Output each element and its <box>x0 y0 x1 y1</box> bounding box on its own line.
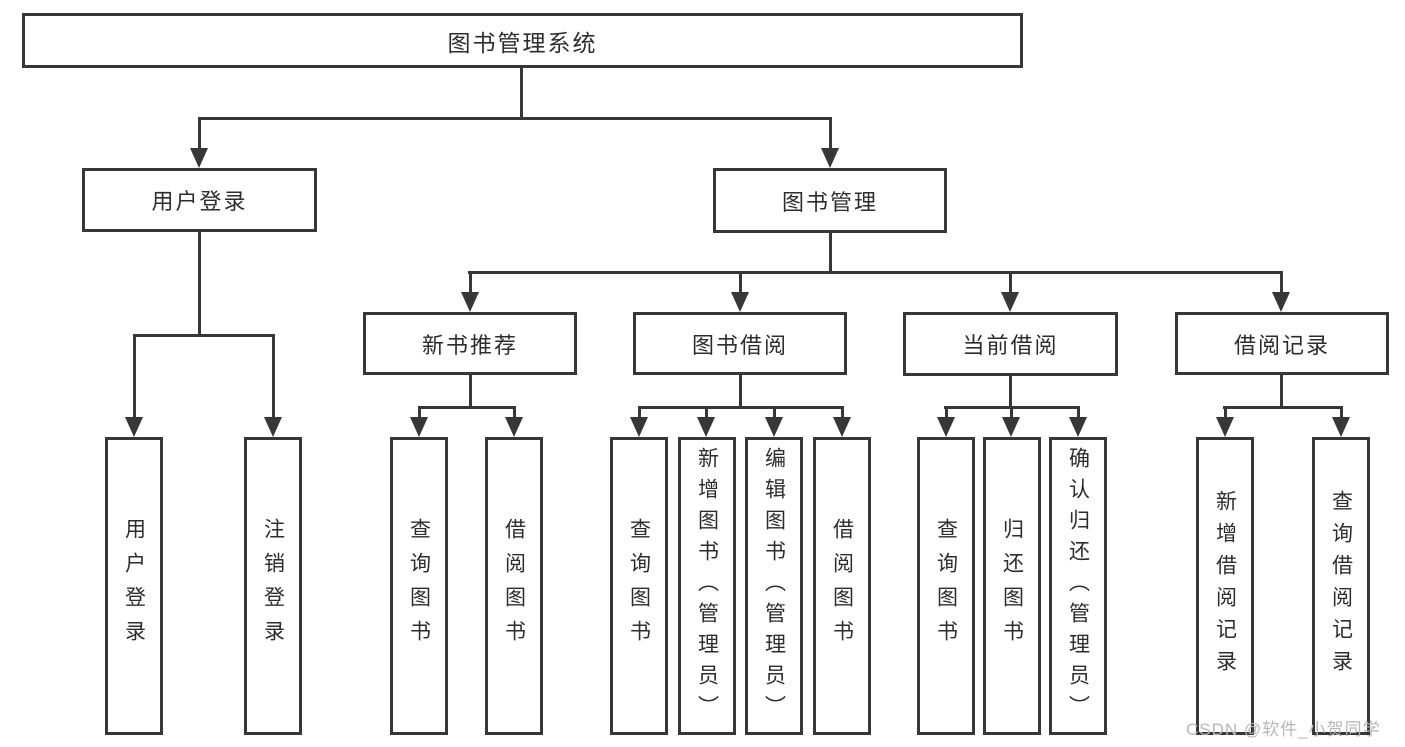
node-leaf-borrowing-add-books-admin: 新增图书（管理员） <box>678 437 736 735</box>
connector-line <box>1077 406 1080 420</box>
connector-line <box>418 406 421 420</box>
node-leaf-current-confirm-return-admin: 确认归还（管理员） <box>1049 437 1107 735</box>
arrow-down-icon <box>125 417 143 437</box>
arrow-down-icon <box>190 148 208 168</box>
node-leaf-borrowing-query-books: 查询图书 <box>610 437 668 735</box>
node-book-borrowing: 图书借阅 <box>633 312 847 375</box>
connector-line <box>841 406 844 420</box>
node-leaf-logout: 注销登录 <box>244 437 302 735</box>
arrow-down-icon <box>937 417 955 437</box>
node-borrow-records: 借阅记录 <box>1175 312 1389 375</box>
node-user-login: 用户登录 <box>82 168 317 232</box>
connector-line <box>198 232 201 336</box>
node-leaf-recommend-borrow-books: 借阅图书 <box>485 437 543 735</box>
connector-line <box>945 406 948 420</box>
arrow-down-icon <box>1272 292 1290 312</box>
connector-line <box>829 232 832 273</box>
connector-line <box>198 117 201 150</box>
connector-line <box>513 406 516 420</box>
node-leaf-records-add-borrow-record: 新增借阅记录 <box>1196 437 1254 735</box>
connector-line <box>469 271 472 294</box>
node-leaf-current-query-books: 查询图书 <box>917 437 975 735</box>
connector-line <box>468 271 1283 274</box>
connector-line <box>272 334 275 419</box>
connector-line <box>469 375 472 408</box>
arrow-down-icon <box>731 292 749 312</box>
connector-line <box>133 334 275 337</box>
connector-line <box>133 334 136 419</box>
arrow-down-icon <box>1216 417 1234 437</box>
node-current-borrowing: 当前借阅 <box>903 312 1118 376</box>
connector-line <box>520 68 523 118</box>
connector-line <box>1223 406 1343 409</box>
connector-line <box>1009 271 1012 294</box>
connector-line <box>705 406 708 420</box>
node-root: 图书管理系统 <box>22 13 1023 68</box>
connector-line <box>1010 406 1013 420</box>
connector-line <box>739 271 742 294</box>
node-new-book-recommend: 新书推荐 <box>363 312 577 375</box>
arrow-down-icon <box>630 417 648 437</box>
connector-line <box>773 406 776 420</box>
node-book-management: 图书管理 <box>713 168 947 233</box>
node-leaf-user-login: 用户登录 <box>105 437 163 735</box>
connector-line <box>638 406 641 420</box>
connector-line <box>1280 271 1283 294</box>
connector-line <box>418 406 516 409</box>
arrow-down-icon <box>833 417 851 437</box>
arrow-down-icon <box>1332 417 1350 437</box>
arrow-down-icon <box>1001 292 1019 312</box>
connector-line <box>1340 406 1343 420</box>
arrow-down-icon <box>410 417 428 437</box>
node-leaf-borrowing-borrow-books: 借阅图书 <box>813 437 871 735</box>
connector-line <box>739 375 742 408</box>
node-leaf-recommend-query-books: 查询图书 <box>390 437 448 735</box>
arrow-down-icon <box>697 417 715 437</box>
connector-line <box>1224 406 1227 420</box>
arrow-down-icon <box>1002 417 1020 437</box>
arrow-down-icon <box>1069 417 1087 437</box>
node-leaf-records-query-borrow-record: 查询借阅记录 <box>1312 437 1370 735</box>
connector-line <box>1280 375 1283 408</box>
connector-line <box>1009 375 1012 408</box>
watermark: CSDN @软件_小贺同学 <box>1186 720 1381 739</box>
connector-line <box>638 406 844 409</box>
node-leaf-borrowing-edit-books-admin: 编辑图书（管理员） <box>745 437 803 735</box>
arrow-down-icon <box>264 417 282 437</box>
arrow-down-icon <box>765 417 783 437</box>
connector-line <box>829 117 832 150</box>
connector-line <box>198 117 832 120</box>
arrow-down-icon <box>461 292 479 312</box>
node-leaf-current-return-books: 归还图书 <box>983 437 1041 735</box>
arrow-down-icon <box>821 148 839 168</box>
arrow-down-icon <box>505 417 523 437</box>
